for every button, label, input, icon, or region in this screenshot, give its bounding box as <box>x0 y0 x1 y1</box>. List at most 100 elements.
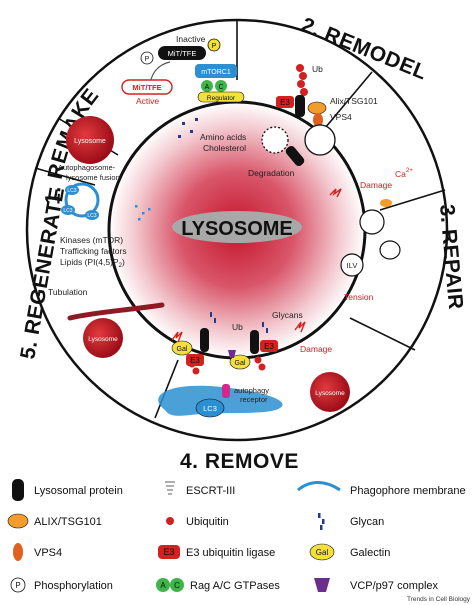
remodel-panel: Ub E3 Alix/TSG101 VPS4 Degradation <box>248 64 378 178</box>
section-repair-title: 3. REPAIR <box>435 203 467 310</box>
legend-label-3: ALIX/TSG101 <box>34 516 102 528</box>
gal-1-icon <box>171 340 193 356</box>
remove-damage-label: Damage <box>300 344 332 354</box>
active-label: Active <box>136 96 159 106</box>
vps4-icon <box>13 543 23 561</box>
legend-label-8: Galectin <box>350 547 390 559</box>
remodel-e3-label: E3 <box>280 98 290 107</box>
remodel-vesicle <box>304 124 336 156</box>
legend-label-10: Rag A/C GTPases <box>190 580 280 592</box>
phospho-circle-label: P <box>145 56 150 63</box>
remodel-protein-2 <box>285 145 305 167</box>
lysosome-label-pill <box>172 211 302 243</box>
escrt-iii-icon <box>165 481 175 495</box>
legend-label-7: E3 ubiquitin ligase <box>186 547 275 559</box>
cholesterol-label: Cholesterol <box>203 143 246 153</box>
galectin-icon-label: Gal <box>316 548 329 557</box>
legend: Lysosomal protein ESCRT-III Phagophore m… <box>7 479 466 593</box>
remodel-vps4 <box>313 113 323 127</box>
lysosome-title: LYSOSOME <box>181 218 293 240</box>
degradation-label: Degradation <box>248 168 295 178</box>
e3-icon-label: E3 <box>163 547 174 557</box>
tension-label: Tension <box>344 292 374 302</box>
rag-a-label: A <box>205 84 210 91</box>
rag-a-legend-label: A <box>160 581 166 590</box>
vcp-icon <box>228 350 236 358</box>
rag-a-icon <box>201 80 213 92</box>
lc3-remove-icon <box>195 398 225 418</box>
e3-icon <box>158 545 180 559</box>
phospho-circle <box>140 51 154 65</box>
vcp-legend-icon <box>314 578 330 592</box>
phagophore-shape <box>158 385 283 416</box>
lc3-a-label: LC3 <box>67 188 76 194</box>
e3-a-label: E3 <box>190 356 200 365</box>
lc3-remove-label: LC3 <box>203 404 217 413</box>
trafficking-label: Trafficking factors <box>60 246 127 256</box>
legend-label-6: VPS4 <box>34 547 62 559</box>
ilv-vesicle <box>340 253 364 277</box>
lysosomal-protein-icon <box>12 479 24 501</box>
lipids-label: Lipids (PI(4,5)P2) <box>60 257 125 269</box>
glycan-marks <box>210 312 268 333</box>
glycans-label: Glycans <box>272 310 303 320</box>
remove-lysosome-ball <box>310 372 350 412</box>
receptor-label-2: receptor <box>240 395 268 404</box>
remove-lightning-icon-2 <box>294 321 306 333</box>
vps4-label: VPS4 <box>330 112 352 122</box>
galectin-icon <box>309 543 335 561</box>
lc3-b-icon <box>61 205 75 215</box>
rag-c-legend-icon <box>170 578 184 592</box>
repair-panel: Damage Ca 2+ ILV Tension <box>329 168 413 302</box>
legend-label-0: Lysosomal protein <box>34 485 123 497</box>
remake-lysosome-label: Lysosome <box>74 138 106 145</box>
mit-tfe-active-label: MiT/TFE <box>132 83 161 92</box>
repair-lightning-icon <box>329 188 342 198</box>
tubule <box>67 302 165 321</box>
glycan-icon <box>318 513 325 530</box>
repair-vesicle <box>359 209 385 235</box>
remodel-ub-label: Ub <box>312 64 323 74</box>
receptor-label-1: autophagy <box>234 386 269 395</box>
alix-icon <box>7 513 29 529</box>
repair-vesicle-2 <box>379 240 401 260</box>
remove-protein-1 <box>200 328 209 352</box>
amino-dots <box>178 118 198 138</box>
lc3-c-icon <box>85 210 99 220</box>
phospho-badge-label: P <box>212 43 217 50</box>
gal-1-label: Gal <box>177 346 188 353</box>
rag-c-label: C <box>218 84 223 91</box>
legend-label-2: Phagophore membrane <box>350 485 466 497</box>
legend-label-11: VCP/p97 complex <box>350 580 439 592</box>
phosphorylation-icon <box>10 577 26 593</box>
mtorc1-label: mTORC1 <box>201 69 231 76</box>
ilv-label: ILV <box>347 261 358 270</box>
calcium-label: Ca <box>395 169 406 179</box>
legend-label-4: Ubiquitin <box>186 516 229 528</box>
remove-ub-label: Ub <box>232 322 243 332</box>
rag-c-legend-label: C <box>174 581 180 590</box>
regenerate-lysosome-ball <box>83 318 123 358</box>
remove-protein-2 <box>250 330 259 354</box>
remove-panel: Glycans Ub Gal Gal E3 E3 Damage LC3 auto… <box>158 310 350 418</box>
journal-credit: Trends in Cell Biology <box>407 596 471 603</box>
remove-lysosome-label: Lysosome <box>315 390 345 397</box>
e3-b-box <box>260 340 278 352</box>
calcium-charge: 2+ <box>406 168 413 174</box>
remodel-e3-box <box>276 96 294 108</box>
mtorc1-box <box>195 64 237 78</box>
alix-label: Alix/TSG101 <box>330 96 378 106</box>
lc3-a-icon <box>65 185 79 195</box>
mit-tfe-inactive-label: MiT/TFE <box>168 49 197 58</box>
legend-label-5: Glycan <box>350 516 384 528</box>
inactive-label: Inactive <box>176 34 206 44</box>
fusion-label-1: Autophagosome- <box>58 163 116 172</box>
phosphorylation-icon-label: P <box>15 581 20 590</box>
repair-alix <box>380 199 392 207</box>
lc3-b-label: LC3 <box>63 208 72 214</box>
phospho-badge <box>207 38 221 52</box>
regulator-box <box>197 91 245 103</box>
ub-chain <box>296 64 308 96</box>
e3-a-box <box>186 354 204 366</box>
